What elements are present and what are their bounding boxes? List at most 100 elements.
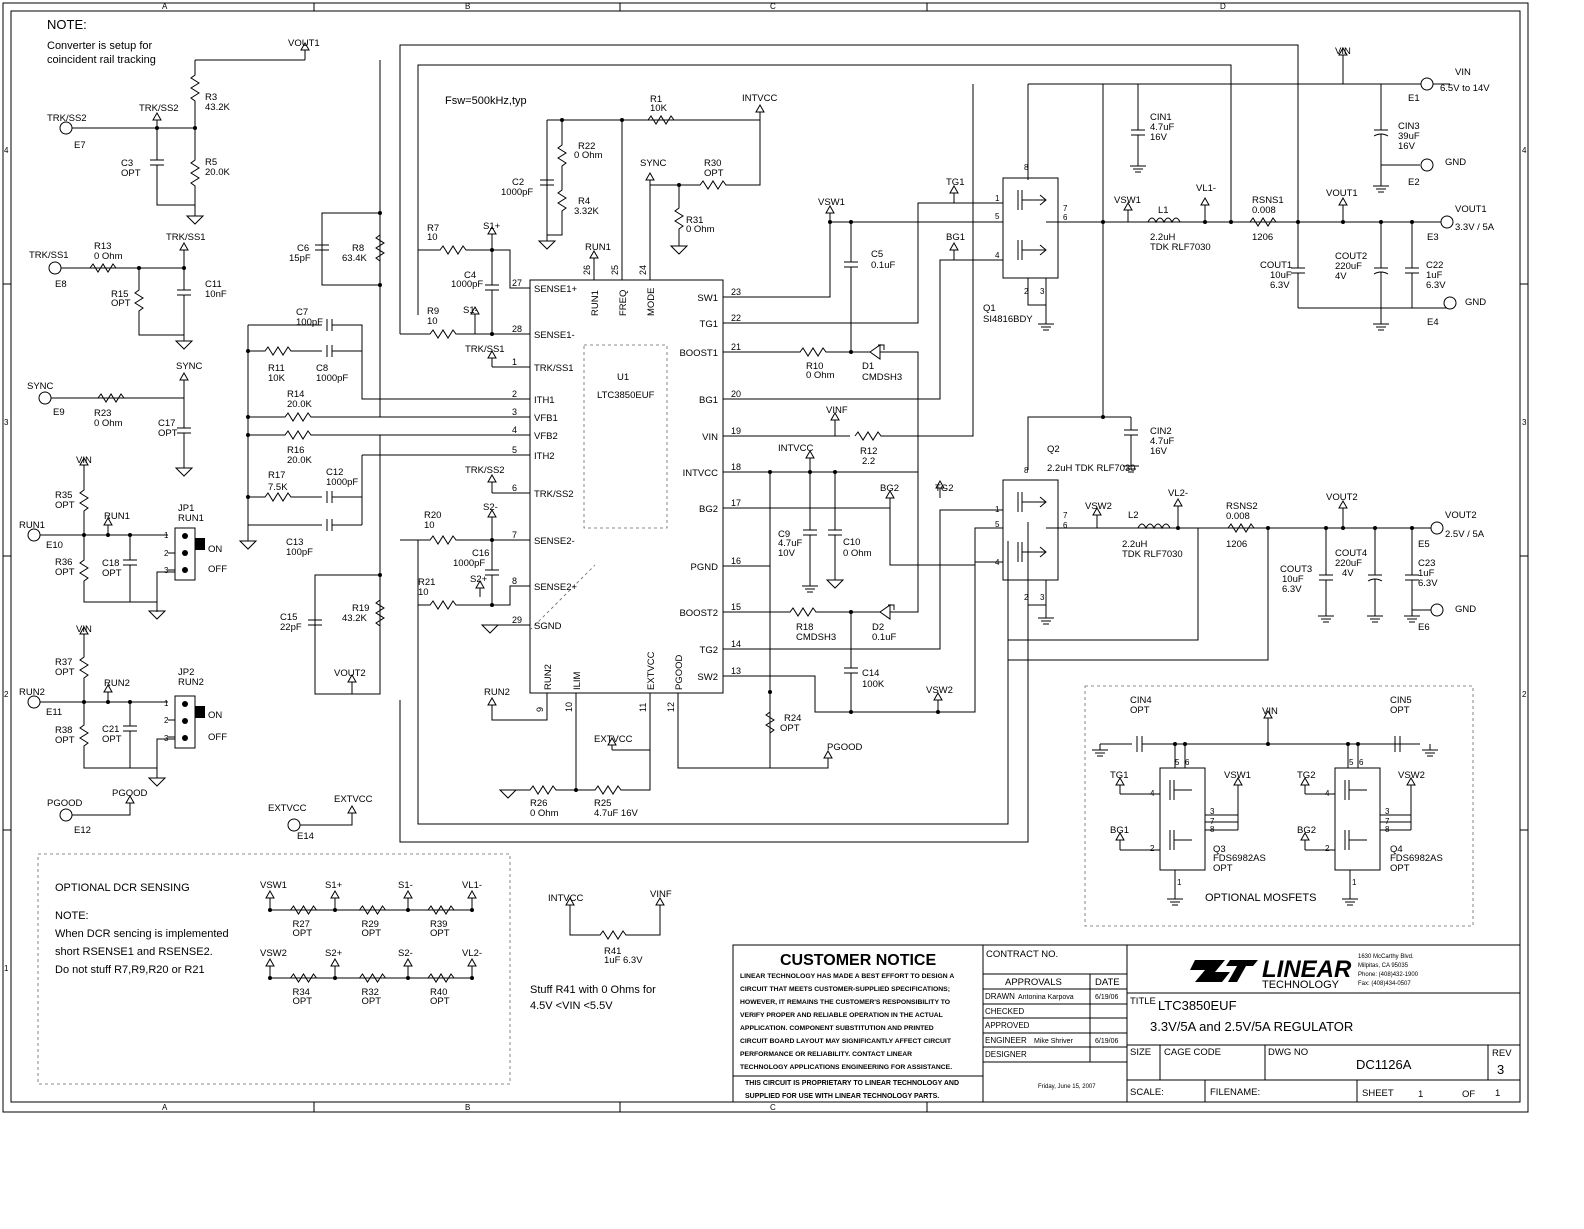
svg-text:S1+: S1+ bbox=[483, 221, 501, 232]
svg-text:43.2K: 43.2K bbox=[205, 102, 230, 113]
dcr-part-ref: R32 bbox=[362, 987, 379, 998]
svg-text:CMDSH3: CMDSH3 bbox=[796, 632, 836, 643]
svg-text:0.1uF: 0.1uF bbox=[872, 632, 896, 643]
svg-text:3: 3 bbox=[164, 734, 169, 743]
svg-text:R18: R18 bbox=[796, 622, 813, 633]
svg-text:E5: E5 bbox=[1418, 539, 1430, 550]
grid-col-c-bottom: C bbox=[770, 1103, 776, 1112]
e12-net: PGOOD bbox=[47, 798, 83, 809]
svg-text:22pF: 22pF bbox=[280, 622, 302, 633]
svg-text:TG1: TG1 bbox=[1110, 770, 1128, 781]
svg-text:Q3: Q3 bbox=[1213, 844, 1226, 855]
dcr-part-ref: R40 bbox=[430, 987, 447, 998]
u1-pin-name: SENSE1- bbox=[534, 330, 575, 341]
svg-text:SI4816BDY: SI4816BDY bbox=[983, 314, 1033, 325]
svg-text:C3: C3 bbox=[121, 158, 133, 169]
svg-text:R31: R31 bbox=[686, 215, 703, 226]
svg-text:2: 2 bbox=[164, 549, 169, 558]
svg-text:2.5V / 5A: 2.5V / 5A bbox=[1445, 529, 1485, 540]
grid-row-4: 4 bbox=[4, 146, 9, 155]
svg-text:Q4: Q4 bbox=[1390, 844, 1403, 855]
customer-notice-line: VERIFY PROPER AND RELIABLE OPERATION IN … bbox=[740, 1012, 943, 1019]
u1-pin-name: SENSE1+ bbox=[534, 284, 577, 295]
svg-text:TRK/SS1: TRK/SS1 bbox=[166, 232, 206, 243]
title-block: CUSTOMER NOTICE LINEAR TECHNOLOGY HAS MA… bbox=[732, 944, 1521, 1103]
svg-text:0 Ohm: 0 Ohm bbox=[843, 548, 872, 559]
svg-text:20.0K: 20.0K bbox=[205, 167, 230, 178]
svg-text:0 Ohm: 0 Ohm bbox=[94, 418, 123, 429]
svg-text:VOUT1: VOUT1 bbox=[1326, 188, 1358, 199]
drawn-name: Antonina Karpova bbox=[1018, 994, 1074, 1001]
svg-text:OPT: OPT bbox=[1390, 705, 1410, 716]
svg-text:7: 7 bbox=[1063, 204, 1068, 213]
svg-text:R19: R19 bbox=[352, 603, 369, 614]
u1-pin-name: TG1 bbox=[700, 319, 718, 330]
svg-text:INTVCC: INTVCC bbox=[742, 93, 778, 104]
svg-text:OPT: OPT bbox=[158, 428, 178, 439]
svg-text:OPT: OPT bbox=[780, 723, 800, 734]
engineer-label: ENGINEER bbox=[985, 1036, 1027, 1045]
svg-text:5: 5 bbox=[1349, 758, 1354, 767]
svg-text:1: 1 bbox=[1352, 878, 1357, 887]
u1-pin-name: RUN1 bbox=[590, 290, 601, 316]
customer-notice-line: HOWEVER, IT REMAINS THE CUSTOMER'S RESPO… bbox=[740, 999, 950, 1006]
svg-text:BG2: BG2 bbox=[1297, 825, 1316, 836]
svg-text:220uF: 220uF bbox=[1335, 261, 1362, 272]
grid-col-d: D bbox=[1220, 2, 1226, 11]
checked-label: CHECKED bbox=[985, 1007, 1024, 1016]
svg-text:COUT2: COUT2 bbox=[1335, 251, 1367, 262]
grid-row-2-right: 2 bbox=[1522, 690, 1527, 699]
u1-pin-num: 25 bbox=[610, 265, 620, 275]
proprietary-line-2: SUPPLIED FOR USE WITH LINEAR TECHNOLOGY … bbox=[745, 1093, 939, 1100]
svg-text:1uF 6.3V: 1uF 6.3V bbox=[604, 955, 643, 966]
approvals: APPROVALS bbox=[1005, 977, 1062, 988]
svg-text:R4: R4 bbox=[578, 196, 590, 207]
date-header: DATE bbox=[1095, 977, 1120, 988]
svg-text:CIN5: CIN5 bbox=[1390, 695, 1412, 706]
contract-no: CONTRACT NO. bbox=[986, 949, 1058, 960]
svg-text:D2: D2 bbox=[872, 622, 884, 633]
u1-pin-name: BOOST1 bbox=[679, 348, 718, 359]
svg-text:L2: L2 bbox=[1128, 510, 1139, 521]
u1-pin-num: 29 bbox=[512, 615, 522, 625]
e11-net: RUN2 bbox=[19, 687, 45, 698]
svg-text:VIN: VIN bbox=[76, 455, 92, 466]
u1-pin-name: VFB2 bbox=[534, 431, 558, 442]
svg-text:E9: E9 bbox=[53, 407, 65, 418]
dcr-net-label: VSW1 bbox=[260, 880, 287, 891]
grid-row-3-right: 3 bbox=[1522, 418, 1527, 427]
svg-text:RUN2: RUN2 bbox=[484, 687, 510, 698]
u1-pin-num: 11 bbox=[638, 703, 648, 712]
svg-text:10: 10 bbox=[427, 232, 438, 243]
svg-text:C21: C21 bbox=[102, 724, 119, 735]
svg-text:6: 6 bbox=[1359, 758, 1364, 767]
svg-text:5: 5 bbox=[995, 520, 1000, 529]
svg-text:10K: 10K bbox=[268, 373, 286, 384]
svg-text:R17: R17 bbox=[268, 470, 285, 481]
svg-text:0.008: 0.008 bbox=[1226, 511, 1250, 522]
svg-text:C5: C5 bbox=[871, 249, 883, 260]
dcr-part-val: OPT bbox=[430, 996, 450, 1007]
svg-text:16V: 16V bbox=[1398, 141, 1416, 152]
u1-pin-name: TRK/SS2 bbox=[534, 489, 574, 500]
svg-text:OPT: OPT bbox=[1390, 863, 1410, 874]
dcr-note-3: Do not stuff R7,R9,R20 or R21 bbox=[55, 964, 205, 976]
u1-pin-name: SENSE2- bbox=[534, 536, 575, 547]
svg-text:R14: R14 bbox=[287, 389, 304, 400]
u1-pin-name: BG2 bbox=[699, 504, 718, 515]
svg-text:OPT: OPT bbox=[1213, 863, 1233, 874]
svg-text:10uF: 10uF bbox=[1270, 270, 1292, 281]
sheet-number: 1 bbox=[1418, 1089, 1423, 1100]
svg-text:4: 4 bbox=[1150, 789, 1155, 798]
u1-pin-name: VFB1 bbox=[534, 413, 558, 424]
svg-text:INTVCC: INTVCC bbox=[778, 443, 814, 454]
u1-pin-num: 26 bbox=[582, 265, 592, 275]
designer-label: DESIGNER bbox=[985, 1050, 1027, 1059]
svg-text:OPT: OPT bbox=[55, 667, 75, 678]
svg-text:3: 3 bbox=[1210, 807, 1215, 816]
svg-text:4.7uF: 4.7uF bbox=[1150, 436, 1174, 447]
